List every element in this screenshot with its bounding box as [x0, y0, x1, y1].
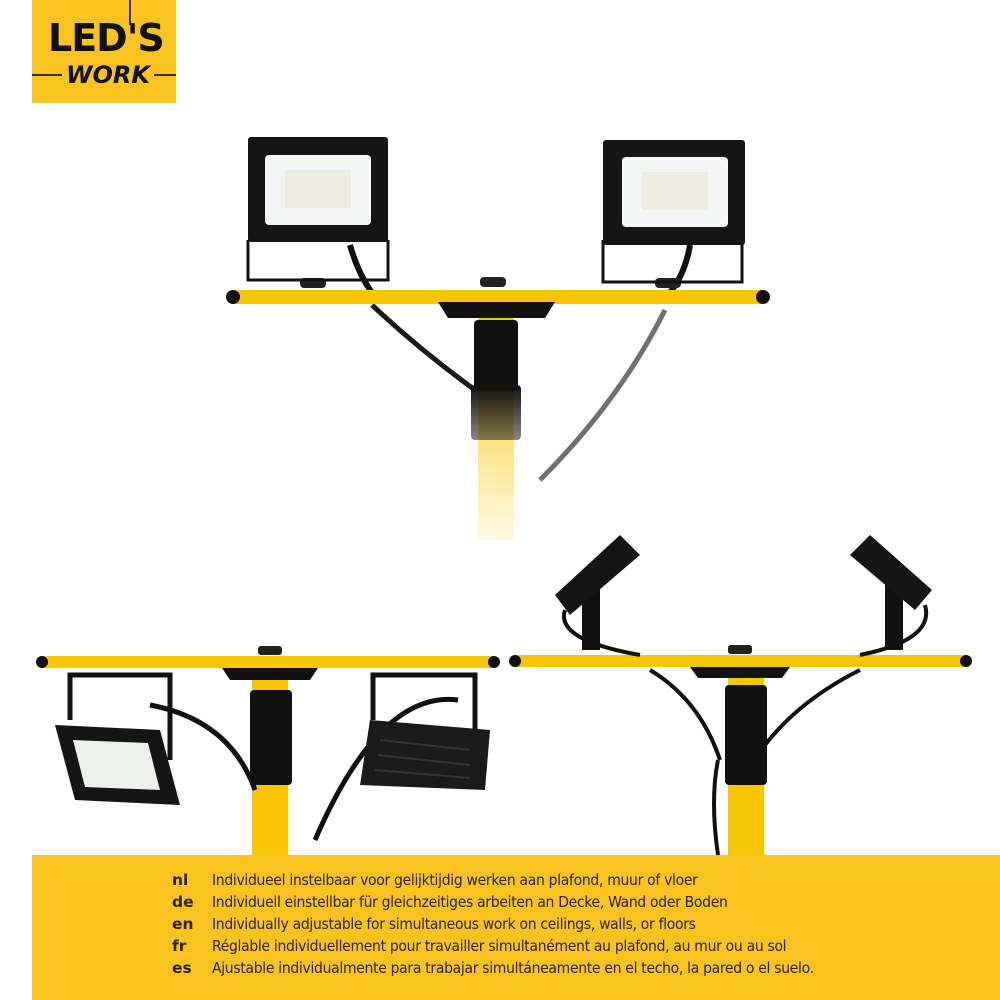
feature-text: Individuell einstellbar für gleichzeitig…: [212, 893, 728, 911]
language-code: en: [172, 915, 194, 933]
logo-text-work: WORK: [62, 62, 154, 88]
feature-line-fr: fr Réglable individuellement pour travai…: [172, 935, 814, 957]
feature-line-en: en Individually adjustable for simultane…: [172, 913, 814, 935]
feature-text: Ajustable individualmente para trabajar …: [212, 959, 814, 977]
product-image-bottom-right: [509, 535, 972, 855]
feature-text: Individueel instelbaar voor gelijktijdig…: [212, 871, 698, 889]
feature-line-nl: nl Individueel instelbaar voor gelijktij…: [172, 869, 814, 891]
logo-line-vertical: [129, 0, 131, 25]
feature-text: Individually adjustable for simultaneous…: [212, 915, 696, 933]
logo-text-leds: LED'S: [48, 16, 165, 60]
language-code: nl: [172, 871, 189, 889]
product-image-bottom-left: [36, 646, 500, 855]
feature-banner: nl Individueel instelbaar voor gelijktij…: [32, 855, 1000, 1000]
language-code: de: [172, 893, 194, 911]
feature-text: Réglable individuellement pour travaille…: [212, 937, 787, 955]
brand-logo: LED'S WORK: [32, 0, 176, 103]
feature-line-de: de Individuell einstellbar für gleichzei…: [172, 891, 814, 913]
language-code: fr: [172, 937, 187, 955]
feature-line-es: es Ajustable individualmente para trabaj…: [172, 957, 814, 979]
multilingual-feature-list: nl Individueel instelbaar voor gelijktij…: [172, 869, 814, 979]
language-code: es: [172, 959, 192, 977]
product-image-top: [226, 137, 770, 540]
